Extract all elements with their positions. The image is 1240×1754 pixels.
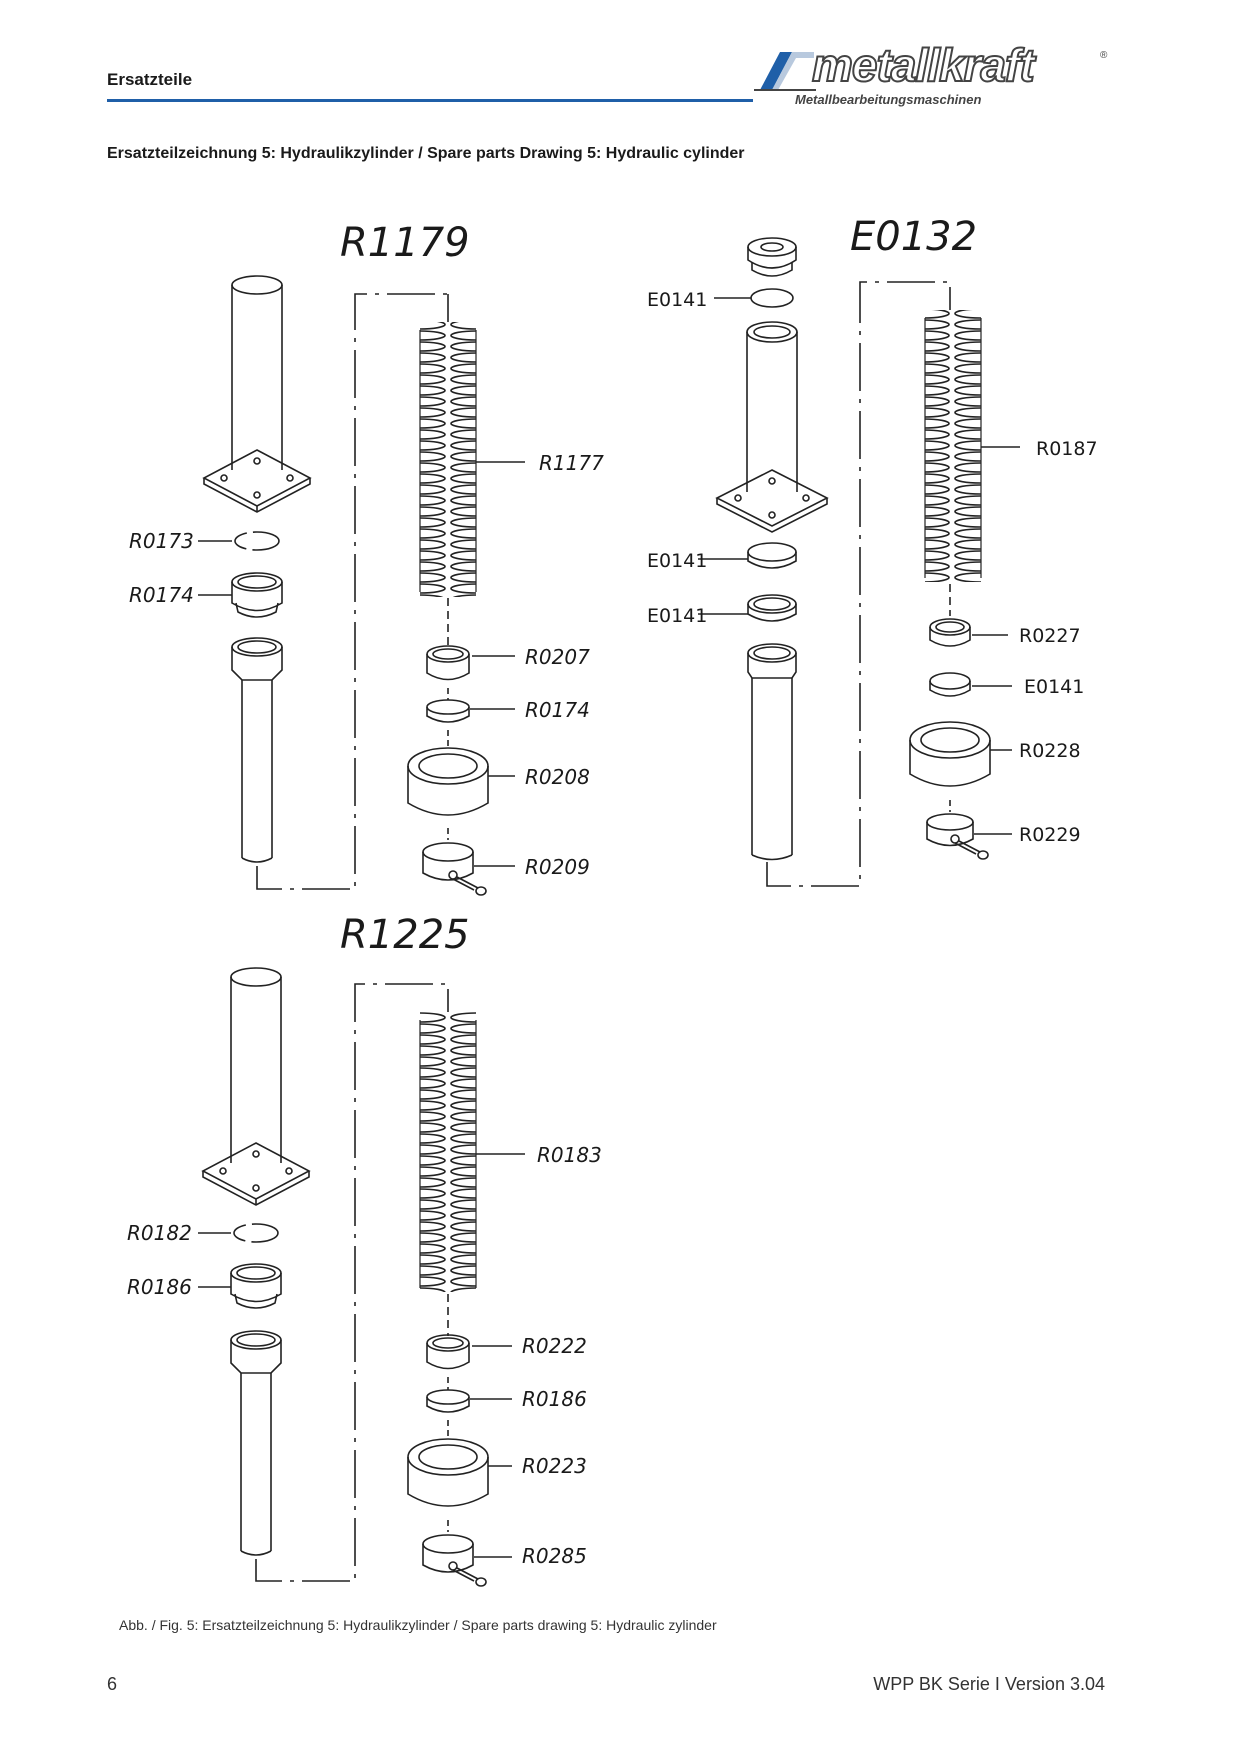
- seal-ring-a: [747, 542, 797, 569]
- piston-rod: [747, 643, 797, 861]
- bushing: [231, 572, 283, 618]
- part-label: R0209: [525, 855, 590, 879]
- link-line: [255, 983, 449, 1582]
- cap-o-ring: [750, 288, 794, 308]
- part-label: R0229: [1019, 824, 1081, 846]
- header-title: Ersatzteile: [107, 70, 193, 89]
- brand-logo: metallkraft ® Metallbearbeitungsmaschine…: [752, 38, 1112, 112]
- guide-ring: [426, 699, 470, 723]
- guide-ring: [426, 1389, 470, 1413]
- header-divider: [107, 99, 753, 102]
- figure-caption: Abb. / Fig. 5: Ersatzteilzeichnung 5: Hy…: [119, 1617, 717, 1633]
- cylinder-tube: [202, 275, 312, 513]
- spring-seat: [929, 618, 971, 647]
- part-label: R0174: [525, 698, 590, 722]
- part-label: R0186: [522, 1387, 587, 1411]
- logo-wordmark: metallkraft: [811, 38, 1036, 92]
- ram-cup: [407, 1438, 489, 1507]
- part-label: R0187: [1036, 438, 1098, 460]
- link-line: [256, 293, 448, 890]
- part-label: R0174: [129, 583, 194, 607]
- piston-rod: [230, 1330, 282, 1556]
- snap-ring: [233, 1223, 279, 1243]
- assembly-title: R1179: [340, 220, 470, 266]
- part-label: R0285: [522, 1544, 587, 1568]
- part-label: R0183: [537, 1143, 602, 1167]
- part-label: E0141: [647, 605, 707, 627]
- assembly-title: R1225: [340, 912, 470, 958]
- part-label: E0141: [647, 289, 707, 311]
- part-label: R0227: [1019, 625, 1081, 647]
- part-label: R0228: [1019, 740, 1081, 762]
- part-label: R0207: [525, 645, 590, 669]
- collar: [422, 1534, 487, 1587]
- logo-registered-mark: ®: [1100, 50, 1108, 61]
- part-label: R0186: [127, 1275, 192, 1299]
- ram-cup: [407, 747, 489, 816]
- assembly-r1225: R1225: [127, 912, 602, 1587]
- logo-subtitle: Metallbearbeitungsmaschinen: [795, 92, 982, 107]
- part-label: R0173: [129, 529, 194, 553]
- logo-mark-icon: [754, 52, 816, 91]
- coil-spring: [925, 310, 981, 582]
- coil-spring: [420, 1012, 476, 1292]
- section-title: Ersatzteilzeichnung 5: Hydraulikzylinder…: [107, 145, 745, 162]
- cylinder-tube: [715, 321, 829, 533]
- top-cap: [747, 237, 797, 277]
- part-label: E0141: [1024, 676, 1084, 698]
- part-label: R0222: [522, 1334, 587, 1358]
- assembly-title: E0132: [850, 214, 977, 260]
- ram-cup: [909, 721, 991, 787]
- piston-rod: [231, 637, 283, 863]
- seal-ring-c: [929, 672, 971, 697]
- bushing: [230, 1263, 282, 1309]
- part-label: R0223: [522, 1454, 587, 1478]
- document-version: WPP BK Serie I Version 3.04: [873, 1674, 1105, 1694]
- page-number: 6: [107, 1674, 118, 1694]
- part-label: R0208: [525, 765, 590, 789]
- part-label: R1177: [539, 451, 604, 475]
- seal-ring-b: [747, 594, 797, 622]
- spring-seat: [426, 1334, 470, 1370]
- collar: [926, 813, 989, 860]
- snap-ring: [234, 531, 280, 551]
- part-label: E0141: [647, 550, 707, 572]
- assembly-e0132: E0132: [647, 214, 1098, 887]
- part-label: R0182: [127, 1221, 192, 1245]
- assembly-r1179: R1179: [129, 220, 604, 896]
- collar: [422, 842, 487, 896]
- spring-seat: [426, 645, 470, 681]
- link-line: [766, 281, 951, 887]
- cylinder-tube: [201, 967, 311, 1206]
- coil-spring: [420, 322, 476, 597]
